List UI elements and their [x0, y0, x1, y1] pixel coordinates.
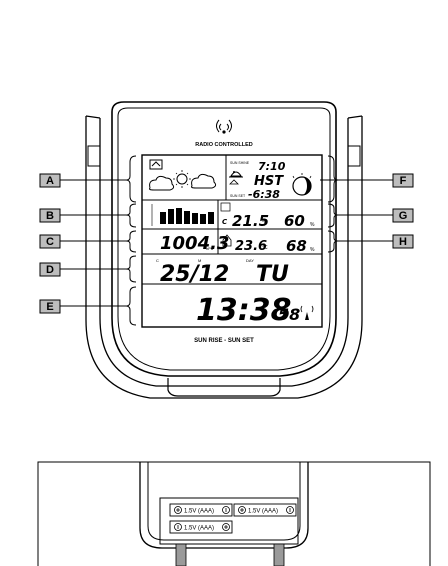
sun-shine-label: SUN SHINE	[230, 161, 250, 165]
radio-antenna-icon	[216, 119, 232, 134]
weekday-value: TU	[256, 262, 289, 287]
battery-cell-2: 1.5V (AAA)	[233, 503, 297, 517]
radio-signal-icon	[300, 305, 314, 320]
bracket-h	[327, 230, 339, 253]
battery-cell-1: 1.5V (AAA)	[169, 503, 233, 517]
stand-leg-right	[273, 543, 285, 566]
channel-indicator: C	[222, 218, 228, 226]
bracket-d	[125, 255, 137, 283]
bracket-f	[327, 155, 339, 203]
stand-frame-inner	[99, 118, 349, 387]
indoor-humidity-unit: %	[310, 247, 315, 253]
outdoor-temperature-unit: °C	[262, 220, 268, 226]
bracket-b	[125, 203, 137, 228]
indoor-temperature: 23.6	[235, 239, 267, 254]
hst-label: HST	[254, 174, 284, 189]
stand-frame-outer	[85, 116, 363, 399]
time-hours-minutes: 13:38	[196, 293, 292, 328]
callout-h-label: H	[399, 236, 407, 248]
sun-set-time: -6:38	[248, 188, 280, 201]
bracket-g	[327, 203, 339, 228]
callout-c-label: C	[46, 236, 54, 248]
outdoor-icon	[220, 202, 231, 212]
callout-e-label: E	[46, 301, 53, 313]
indoor-house-icon	[222, 234, 232, 247]
bracket-a	[125, 155, 137, 203]
callout-f-label: F	[400, 175, 407, 187]
bracket-c	[125, 230, 137, 253]
pressure-history-bar-graph	[151, 204, 214, 226]
outdoor-humidity-unit: %	[310, 222, 315, 228]
callout-g-label: G	[399, 210, 408, 222]
time-seconds: 58	[278, 305, 300, 324]
battery-cell-2-label: 1.5V (AAA)	[248, 509, 278, 515]
callout-d-label: D	[46, 264, 54, 276]
sun-rise-time: 7:10	[258, 160, 286, 173]
indoor-temperature-unit: °C	[262, 245, 268, 251]
date-day-marker: C	[156, 258, 159, 263]
month-marker: M	[198, 258, 201, 263]
battery-cell-3: 1.5V (AAA)	[169, 520, 233, 534]
callout-a-label: A	[46, 175, 54, 187]
sun-rise-icon	[229, 171, 243, 185]
pressure-value: 1004.3	[160, 233, 229, 254]
outdoor-humidity: 60	[284, 212, 305, 230]
indoor-humidity: 68	[286, 237, 307, 255]
day-label: DAY	[246, 258, 254, 263]
bracket-e	[125, 286, 137, 326]
sun-set-label: SUN SET	[230, 194, 246, 198]
battery-compartment-outer	[139, 462, 309, 549]
callout-b-label: B	[46, 210, 54, 222]
weather-forecast-icon	[149, 159, 217, 191]
date-value: 25/12	[160, 262, 229, 287]
pressure-unit: hPa	[206, 246, 214, 251]
stand-leg-left	[175, 543, 187, 566]
device-body	[111, 101, 337, 377]
moon-phase-icon	[292, 173, 312, 196]
outdoor-temperature: 21.5	[232, 212, 269, 230]
battery-cell-1-label: 1.5V (AAA)	[184, 509, 214, 515]
battery-compartment	[159, 497, 299, 545]
battery-cell-3-label: 1.5V (AAA)	[184, 526, 214, 532]
sun-rise-sun-set-label: SUN RISE - SUN SET	[194, 338, 254, 344]
brand-label: RADIO CONTROLLED	[195, 142, 252, 148]
